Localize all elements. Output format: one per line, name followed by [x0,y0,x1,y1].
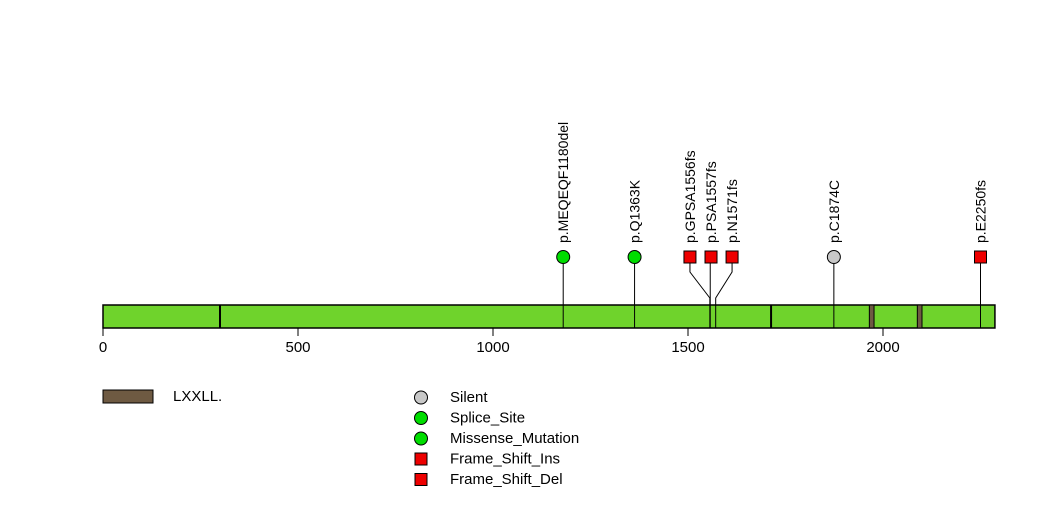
legend-label: Frame_Shift_Del [450,471,563,488]
mutation-marker-circle [556,250,571,264]
mutation-label: p.MEQEQF1180del [555,122,571,243]
legend-label: Missense_Mutation [450,430,579,447]
mutation-marker-circle [627,250,642,264]
mutation-marker-circle [826,250,841,264]
mutation-label: p.N1571fs [724,179,740,243]
mutation-marker-square [974,250,987,264]
mutation-label: p.E2250fs [973,180,989,243]
legend-marker-square [414,452,428,466]
legend-marker-circle [414,411,428,425]
legend-label: Splice_Site [450,410,525,427]
mutation-label: p.Q1363K [627,179,643,243]
axis-tick-label: 0 [99,339,107,356]
lxxll-motif [868,304,875,329]
mutation-marker-square [704,250,718,264]
mutation-label: p.PSA1557fs [703,161,719,243]
lxxll-motif [916,304,923,329]
lxxll-legend-label: LXXLL. [173,388,222,405]
legend-label: Silent [450,389,488,406]
axis-tick-label: 2000 [866,339,899,356]
legend-marker-circle [414,390,428,405]
axis-tick-label: 1500 [671,339,704,356]
mutation-marker-square [683,250,697,264]
mutation-marker-square [725,250,739,264]
lxxll-legend-swatch [102,389,154,404]
mutation-label: p.GPSA1556fs [682,150,698,243]
legend-label: Frame_Shift_Ins [450,451,560,468]
protein-bar [102,304,996,329]
mutation-label: p.C1874C [826,180,842,243]
axis-tick-label: 1000 [476,339,509,356]
axis-tick-label: 500 [285,339,310,356]
legend-marker-square [414,473,428,486]
legend-marker-circle [414,431,428,446]
